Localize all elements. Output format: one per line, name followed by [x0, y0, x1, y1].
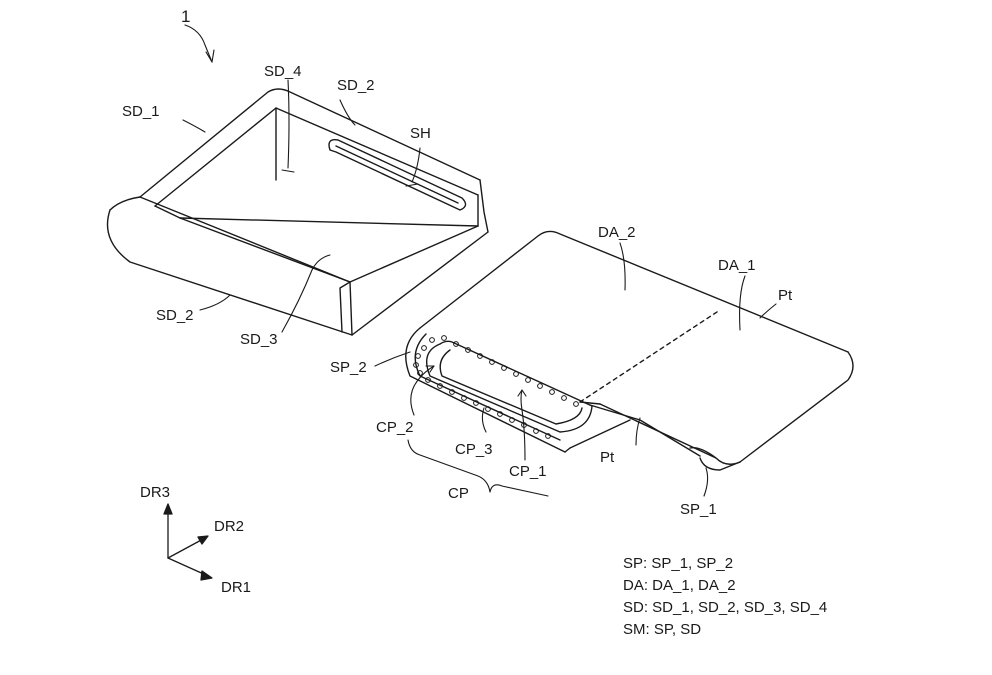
direction-axes: [163, 503, 213, 581]
label-dr1: DR1: [221, 579, 251, 596]
leader-lines: [182, 24, 777, 497]
label-da-2: DA_2: [598, 224, 636, 241]
roller-beads: [413, 335, 579, 439]
label-cp-1: CP_1: [509, 463, 547, 480]
label-cp-2: CP_2: [376, 419, 414, 436]
label-sd-3: SD_3: [240, 331, 278, 348]
label-dr3: DR3: [140, 484, 170, 501]
legend-item: SD: SD_1, SD_2, SD_3, SD_4: [623, 599, 828, 616]
label-cp: CP: [448, 485, 469, 502]
case-housing: [106, 88, 489, 336]
label-sp-1: SP_1: [680, 501, 717, 518]
label-sd-2-side: SD_2: [156, 307, 194, 324]
display-panel: [419, 230, 854, 471]
label-dr2: DR2: [214, 518, 244, 535]
legend: SP: SP_1, SP_2 DA: DA_1, DA_2 SD: SD_1, …: [623, 553, 827, 641]
label-sp-2: SP_2: [330, 359, 367, 376]
figure-number: 1: [181, 7, 190, 26]
label-sd-4: SD_4: [264, 63, 302, 80]
label-cp-3: CP_3: [455, 441, 493, 458]
label-sd-1: SD_1: [122, 103, 160, 120]
legend-item: SM: SP, SD: [623, 621, 702, 638]
label-da-1: DA_1: [718, 257, 756, 274]
reference-labels: 1 SD_1 SD_4 SD_2 SH SD_2 SD_3 DA_2 DA_1 …: [122, 7, 793, 596]
rolled-portion: [405, 327, 593, 453]
label-pt-top: Pt: [778, 287, 793, 304]
label-sd-2-top: SD_2: [337, 77, 375, 94]
legend-item: DA: DA_1, DA_2: [623, 577, 736, 594]
label-sh: SH: [410, 125, 431, 142]
legend-item: SP: SP_1, SP_2: [623, 555, 734, 572]
label-pt-bottom: Pt: [600, 449, 615, 466]
